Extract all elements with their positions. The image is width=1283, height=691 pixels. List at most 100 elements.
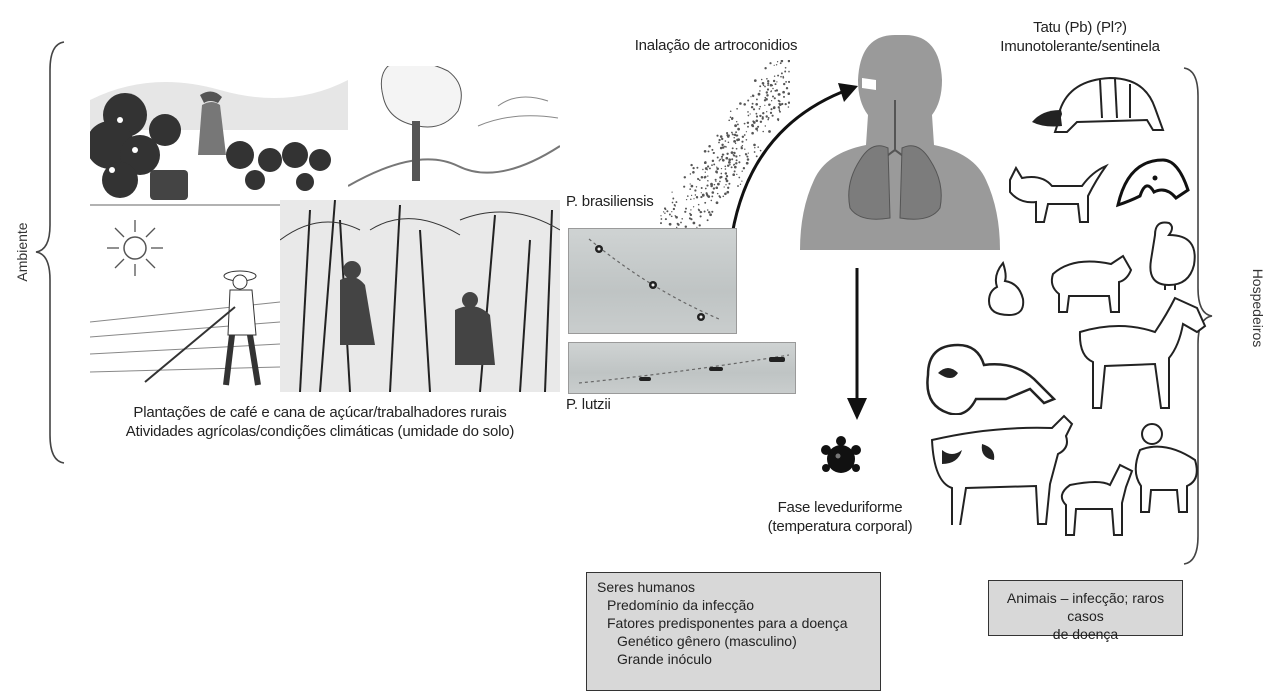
animals-box-line2: de doença — [995, 625, 1176, 643]
chicken-icon — [1140, 215, 1200, 290]
spore-dot — [707, 165, 709, 167]
spore-dot — [781, 60, 784, 62]
spore-dot — [712, 160, 714, 162]
humans-box-line4: Grande inóculo — [597, 650, 870, 668]
armadillo-icon — [1030, 70, 1165, 148]
spore-dot — [707, 180, 708, 181]
spore-dot — [660, 215, 661, 216]
spore-dot — [711, 149, 713, 151]
humans-box-line1: Predomínio da infecção — [597, 596, 870, 614]
dog-icon — [1110, 150, 1190, 220]
spore-dot — [681, 218, 683, 220]
spore-dot — [707, 219, 709, 221]
spore-dot — [780, 62, 782, 64]
spore-dot — [708, 150, 710, 152]
spore-dot — [769, 62, 771, 64]
spore-dot — [704, 176, 705, 177]
spore-dot — [714, 184, 716, 186]
armadillo-label-line1: Tatu (Pb) (Pl?) — [990, 18, 1170, 37]
p-brasiliensis-micrograph — [568, 228, 737, 334]
spore-dot — [716, 166, 717, 167]
spore-dot — [692, 167, 694, 169]
spore-dot — [711, 184, 713, 186]
spore-dot — [788, 60, 790, 62]
spore-dot — [663, 211, 664, 212]
spore-dot — [689, 213, 691, 215]
farmer-hoeing-illustration — [90, 262, 280, 392]
spore-dot — [692, 171, 695, 174]
spore-dot — [708, 145, 711, 148]
hospedeiros-label: Hospedeiros — [1250, 268, 1266, 348]
spore-dot — [702, 169, 703, 170]
humans-box-line2: Fatores predisponentes para a doença — [597, 614, 870, 632]
coffee-plantation-illustration — [90, 60, 348, 210]
animals-box: Animais – infecção; raros casos de doenç… — [988, 580, 1183, 636]
spore-dot — [776, 64, 777, 65]
cat-icon — [1000, 160, 1110, 225]
spore-dot — [705, 172, 706, 173]
yeast-cell-icon — [818, 434, 864, 480]
spore-dot — [680, 222, 682, 224]
yeast-phase-line1: Fase leveduriforme — [740, 498, 940, 517]
spore-dot — [713, 152, 715, 154]
spore-dot — [708, 211, 710, 213]
rabbit-icon — [985, 258, 1030, 318]
horse-icon — [1070, 292, 1210, 412]
spore-dot — [713, 163, 715, 165]
species-2-label: P. lutzii — [566, 395, 716, 414]
human-lungs-icon — [800, 30, 1000, 250]
spore-dot — [709, 167, 711, 169]
spore-dot — [707, 175, 708, 176]
spore-dot — [697, 178, 698, 179]
spore-dot — [777, 61, 778, 62]
spore-dot — [690, 218, 692, 220]
spore-dot — [684, 176, 686, 178]
spore-dot — [691, 185, 694, 188]
spore-dot — [664, 213, 665, 214]
left-caption-line1: Plantações de café e cana de açúcar/trab… — [80, 403, 560, 422]
down-arrow — [842, 268, 872, 423]
spore-dot — [705, 188, 707, 190]
ambiente-label: Ambiente — [14, 222, 30, 282]
spore-dot — [715, 181, 716, 182]
spore-dot — [689, 188, 691, 190]
spore-dot — [696, 167, 698, 169]
spore-dot — [713, 187, 715, 189]
spore-dot — [715, 186, 718, 189]
spore-dot — [706, 185, 708, 187]
spore-dot — [683, 186, 685, 188]
spore-dot — [696, 186, 697, 187]
spore-dot — [699, 224, 701, 226]
spore-dot — [669, 214, 671, 216]
armadillo-label-line2: Imunotolerante/sentinela — [970, 37, 1190, 56]
humans-box-title: Seres humanos — [597, 578, 870, 596]
spore-dot — [704, 150, 707, 153]
spore-dot — [701, 176, 704, 179]
spore-dot — [660, 222, 662, 224]
spore-dot — [700, 215, 702, 217]
spore-dot — [677, 223, 679, 225]
humans-box-line3: Genético gênero (masculino) — [597, 632, 870, 650]
spore-dot — [665, 218, 667, 220]
spore-dot — [715, 179, 717, 181]
sheep-icon — [1130, 420, 1205, 515]
spore-dot — [706, 169, 707, 170]
spore-dot — [785, 67, 787, 69]
spore-dot — [675, 216, 676, 217]
spore-dot — [774, 65, 775, 66]
spore-dot — [715, 170, 718, 173]
spore-dot — [700, 211, 702, 213]
spore-dot — [709, 213, 712, 216]
spore-dot — [690, 183, 691, 184]
sugarcane-workers-illustration — [280, 200, 560, 392]
animals-box-line1: Animais – infecção; raros casos — [995, 589, 1176, 625]
left-caption-line2: Atividades agrícolas/condições climática… — [80, 422, 560, 441]
spore-dot — [716, 167, 719, 170]
spore-dot — [716, 201, 719, 204]
spore-dot — [711, 211, 713, 213]
spore-dot — [693, 222, 696, 225]
spore-dot — [671, 211, 672, 212]
spore-dot — [701, 187, 703, 189]
yeast-phase-line2: (temperatura corporal) — [740, 517, 940, 536]
spore-dot — [684, 211, 686, 213]
